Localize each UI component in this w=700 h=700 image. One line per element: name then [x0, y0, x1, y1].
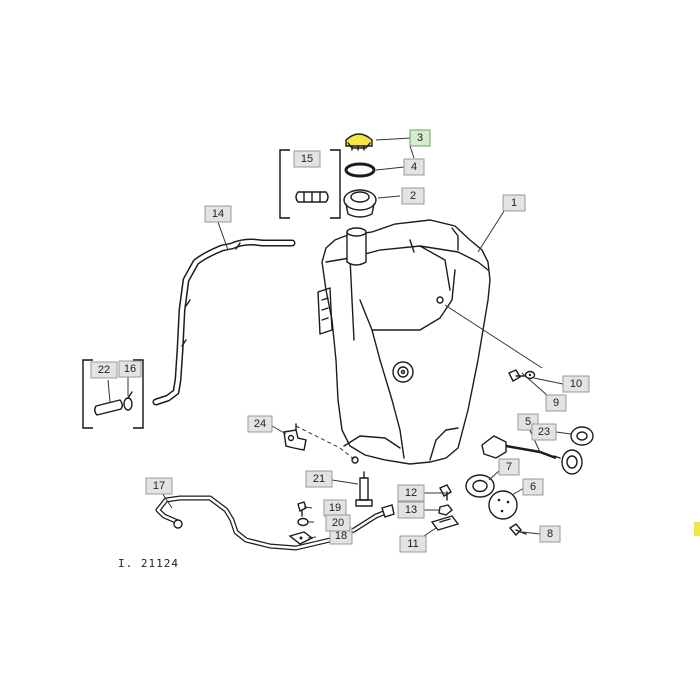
callout-12[interactable]: 12: [397, 484, 425, 502]
callout-20[interactable]: 20: [325, 514, 351, 532]
callout-18[interactable]: 18: [329, 527, 353, 545]
washer-10[interactable]: [524, 370, 536, 380]
callout-label-11: 11: [407, 538, 418, 550]
callout-9[interactable]: 9: [545, 394, 567, 412]
callout-3[interactable]: 3: [409, 129, 431, 147]
fuel-sender-unit[interactable]: [481, 435, 583, 475]
inset-frame-22-16: [82, 359, 144, 429]
bracket-24[interactable]: [283, 423, 307, 451]
callout-label-8: 8: [547, 528, 553, 540]
vent-pipe[interactable]: [152, 238, 296, 406]
callout-14[interactable]: 14: [204, 205, 232, 223]
callout-1[interactable]: 1: [502, 194, 526, 212]
callout-label-15: 15: [301, 153, 313, 165]
callout-22[interactable]: 22: [90, 361, 118, 379]
nut-13[interactable]: [438, 504, 453, 516]
callout-label-23: 23: [538, 426, 550, 438]
callout-label-5: 5: [525, 416, 531, 428]
callout-24[interactable]: 24: [247, 415, 273, 433]
inset-frame-15: [279, 149, 341, 219]
cover-plate-6[interactable]: [488, 490, 518, 520]
callout-label-7: 7: [506, 461, 512, 473]
fuel-fitting-21[interactable]: [355, 471, 373, 507]
callout-23[interactable]: 23: [531, 423, 557, 441]
callout-label-17: 17: [153, 480, 165, 492]
callout-label-19: 19: [329, 502, 341, 514]
callout-7[interactable]: 7: [498, 458, 520, 476]
callout-label-18: 18: [335, 530, 347, 542]
edge-marker: [694, 522, 700, 536]
callout-19[interactable]: 19: [323, 499, 347, 517]
callout-6[interactable]: 6: [522, 478, 544, 496]
callout-label-16: 16: [124, 363, 136, 375]
hose-section-15[interactable]: [295, 191, 329, 203]
callout-21[interactable]: 21: [305, 470, 333, 488]
washer-20[interactable]: [297, 517, 309, 527]
callout-10[interactable]: 10: [562, 375, 590, 393]
screw-19[interactable]: [297, 501, 307, 517]
callout-label-12: 12: [405, 487, 417, 499]
callout-15[interactable]: 15: [293, 150, 321, 168]
callout-4[interactable]: 4: [403, 158, 425, 176]
callout-label-6: 6: [530, 481, 536, 493]
callout-2[interactable]: 2: [401, 187, 425, 205]
callout-label-3: 3: [417, 132, 423, 144]
bolt-9[interactable]: [508, 369, 527, 382]
callout-label-13: 13: [405, 504, 417, 516]
sender-gasket-23[interactable]: [570, 426, 594, 446]
callout-label-4: 4: [411, 161, 417, 173]
callout-11[interactable]: 11: [399, 535, 427, 553]
callout-13[interactable]: 13: [397, 501, 425, 519]
callout-label-1: 1: [511, 197, 517, 209]
filler-neck-ring[interactable]: [343, 189, 377, 218]
hose-section-22[interactable]: [94, 399, 123, 416]
illustration-reference-code: I. 21124: [118, 557, 179, 570]
callout-label-9: 9: [553, 397, 559, 409]
callout-8[interactable]: 8: [539, 525, 561, 543]
fuel-cap[interactable]: [345, 133, 373, 151]
callout-17[interactable]: 17: [145, 477, 173, 495]
callout-16[interactable]: 16: [118, 360, 142, 378]
cap-seal-ring[interactable]: [344, 162, 376, 178]
clip-11[interactable]: [430, 515, 460, 531]
callout-label-22: 22: [98, 364, 110, 376]
bolt-8[interactable]: [508, 523, 527, 537]
callout-label-2: 2: [410, 190, 416, 202]
hose-clip-16[interactable]: [123, 391, 133, 411]
callout-label-14: 14: [212, 208, 224, 220]
callout-label-24: 24: [254, 418, 266, 430]
leader-lines: [107, 137, 572, 541]
gasket-ring-7[interactable]: [465, 474, 495, 498]
callout-label-20: 20: [332, 517, 344, 529]
callout-label-21: 21: [313, 473, 325, 485]
callout-label-10: 10: [570, 378, 582, 390]
fuel-tank[interactable]: [317, 219, 491, 465]
